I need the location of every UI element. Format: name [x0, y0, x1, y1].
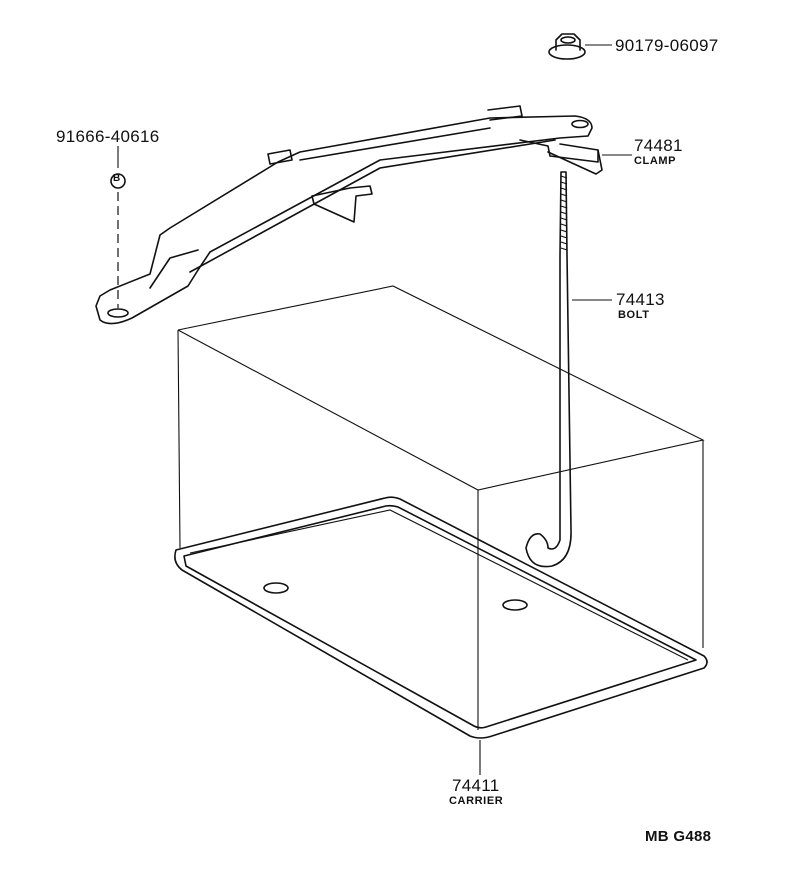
battery-outline	[177, 285, 705, 730]
clamp-bracket	[95, 105, 603, 325]
carrier-tray	[174, 496, 708, 775]
diagram-code: MB G488	[645, 828, 712, 845]
clamp-part-number: 74481	[634, 136, 683, 155]
j-bolt	[525, 171, 572, 568]
bolt-part-number: 74413	[616, 290, 665, 309]
bolt-b-part-number: 91666-40616	[56, 127, 160, 146]
clamp-name: CLAMP	[634, 155, 677, 167]
flange-nut	[548, 33, 612, 60]
nut-part-number: 90179-06097	[615, 36, 719, 55]
leader-lines	[110, 146, 632, 308]
bolt-name: BOLT	[618, 309, 650, 321]
bolt-b-symbol: B	[113, 173, 121, 184]
carrier-name: CARRIER	[449, 795, 504, 807]
carrier-part-number: 74411	[452, 776, 500, 795]
